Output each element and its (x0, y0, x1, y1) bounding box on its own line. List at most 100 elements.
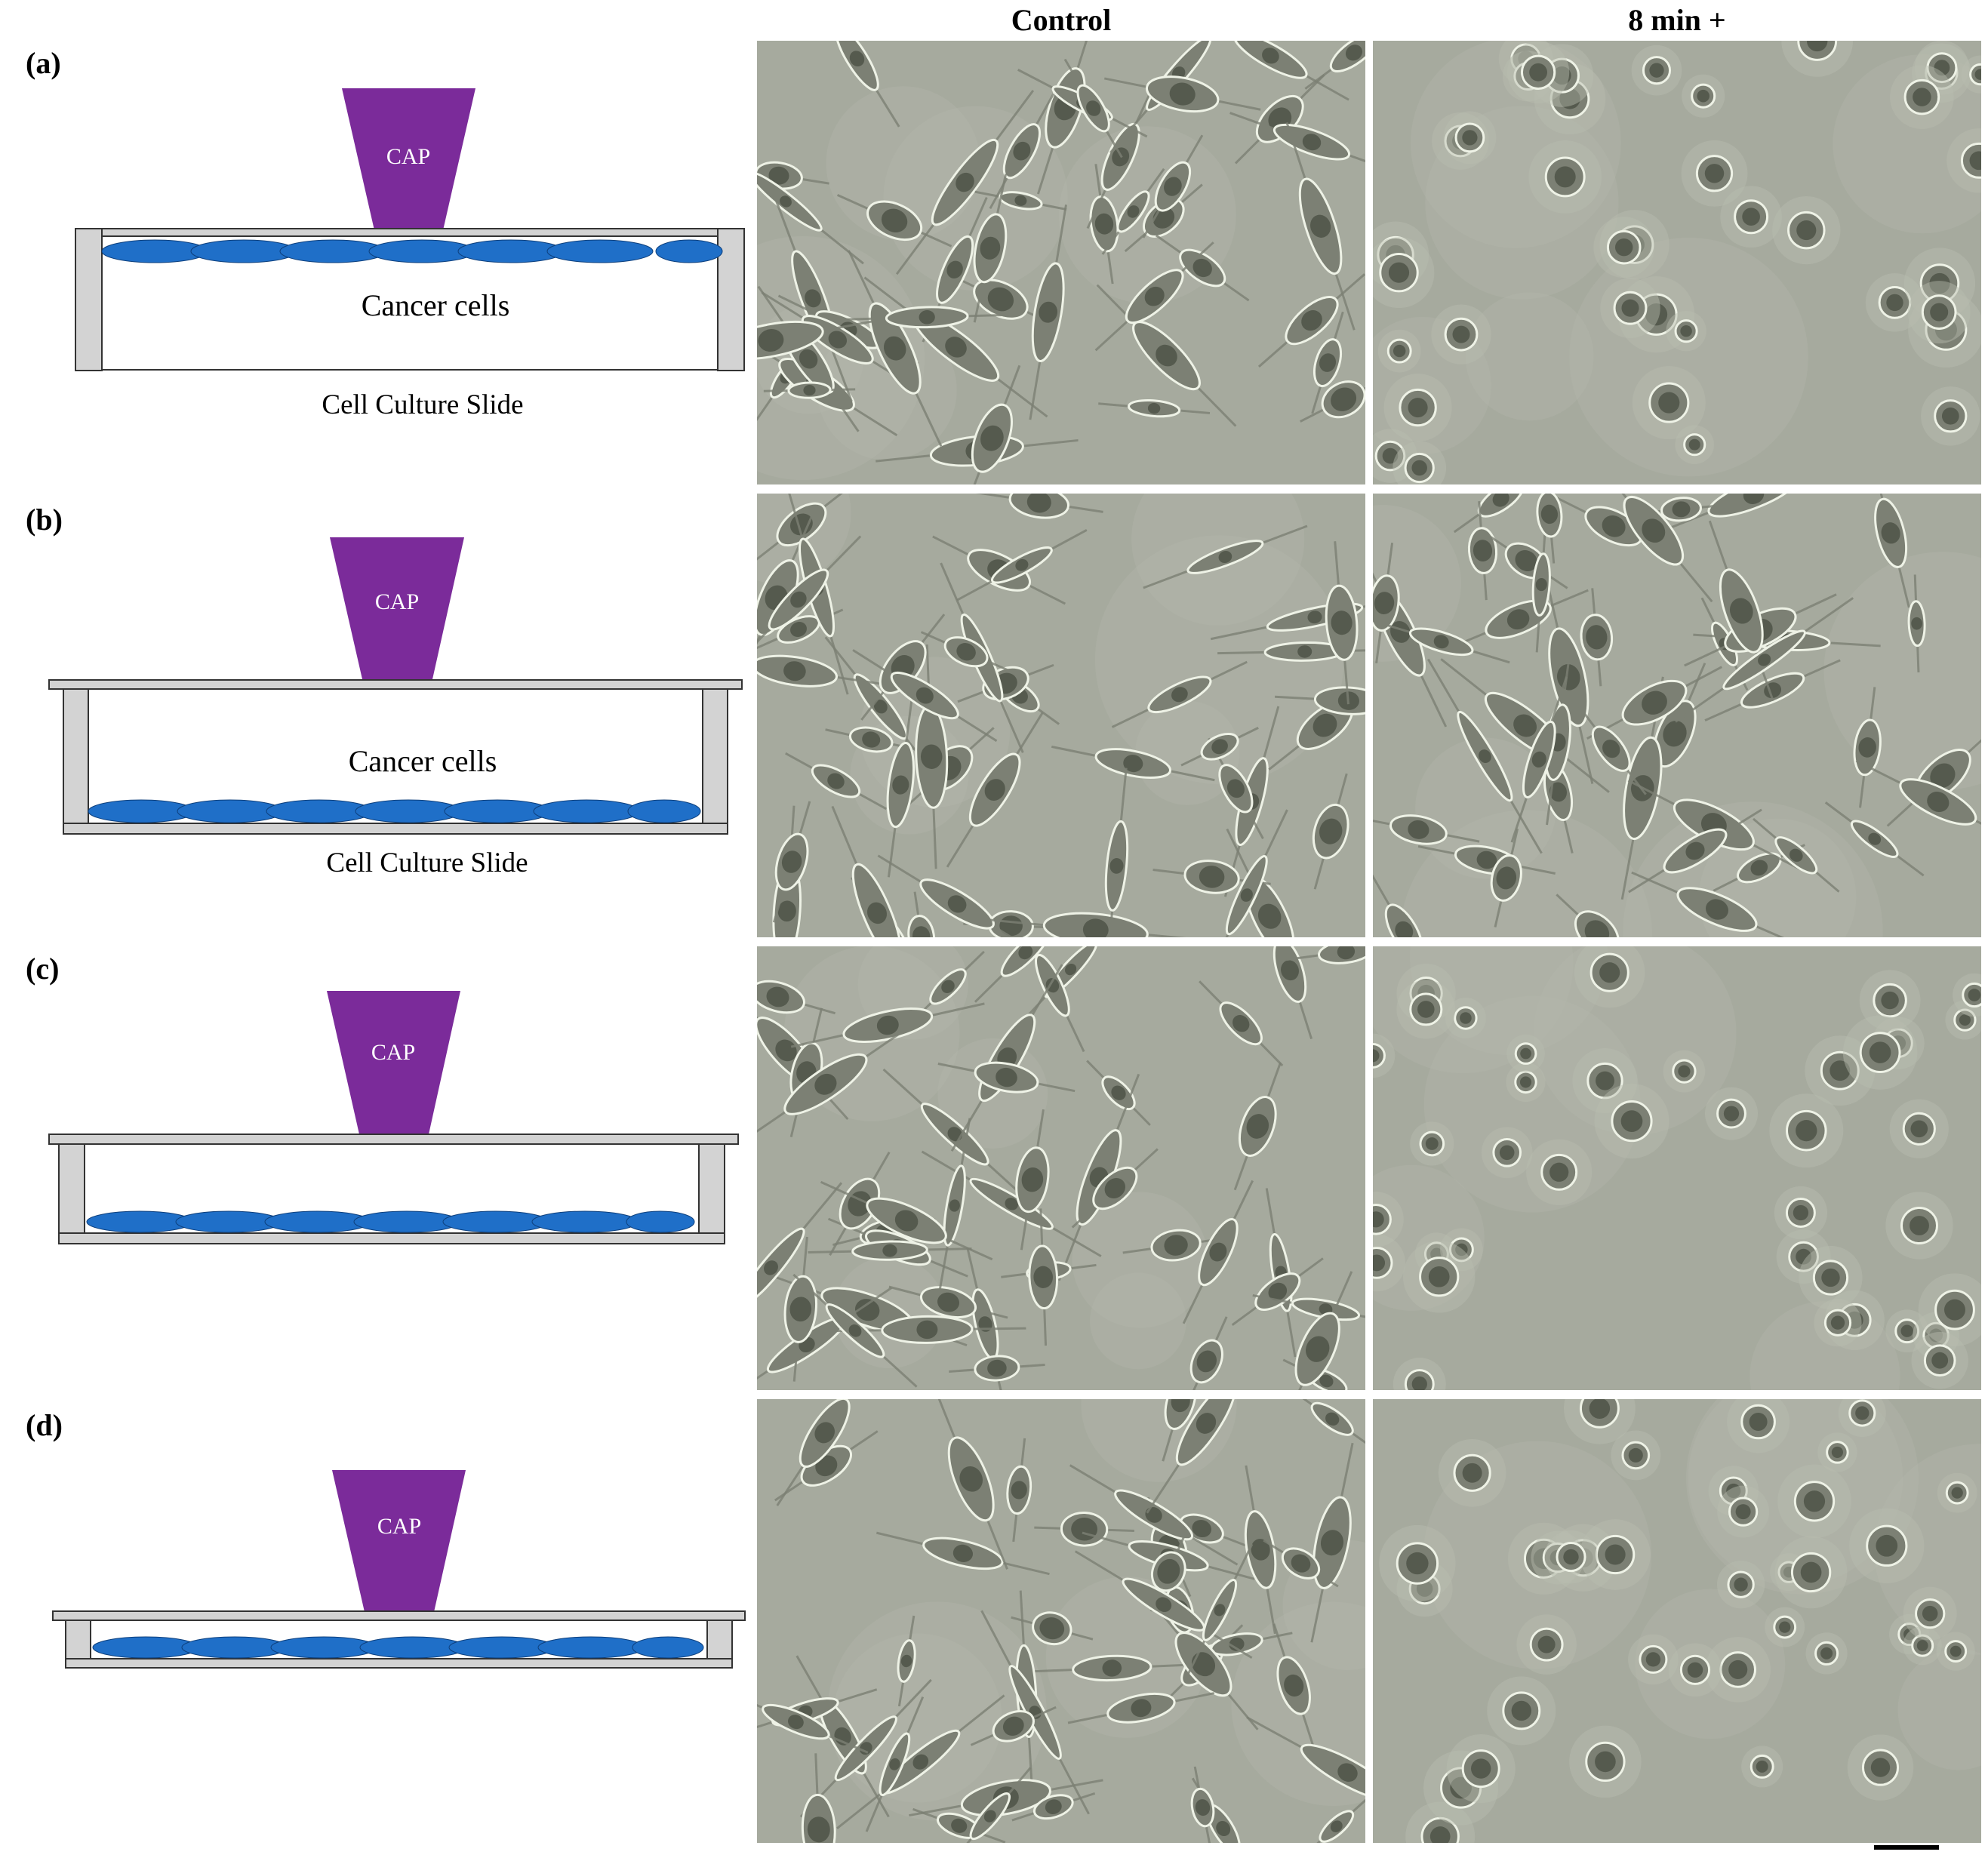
cell (1506, 41, 1570, 103)
cell (1871, 494, 1910, 608)
diagram-a: CAP Cancer cells Cell Culture Slide (75, 88, 745, 420)
cap-nozzle (327, 991, 460, 1134)
cell (814, 41, 900, 128)
cell (1628, 1634, 1679, 1685)
cell (1556, 894, 1639, 937)
diagram-d: CAP (52, 1470, 746, 1669)
cell (1937, 1472, 1977, 1513)
cell (757, 138, 864, 265)
cell (911, 950, 985, 1023)
cell (1586, 666, 1722, 740)
cell (886, 692, 916, 878)
cell (1720, 186, 1782, 248)
cell (912, 1807, 1006, 1843)
cell (943, 271, 1058, 328)
cell (1257, 273, 1365, 368)
cell (1310, 1442, 1354, 1643)
cell (1229, 112, 1365, 173)
cell (895, 90, 1035, 275)
cell (1708, 520, 1774, 702)
cell (1769, 1094, 1844, 1168)
cell (1311, 311, 1344, 414)
cell (1681, 140, 1748, 207)
diagram-c: CAP (48, 991, 739, 1244)
cell (1217, 641, 1365, 662)
cell (1011, 1792, 1096, 1822)
cell (1186, 1316, 1228, 1390)
cell (808, 1240, 972, 1261)
cell (937, 1118, 971, 1293)
column-title-control: Control (1011, 3, 1112, 37)
cell (1716, 1561, 1765, 1609)
cell (757, 654, 888, 687)
cell (1510, 676, 1568, 843)
cell (1526, 1139, 1593, 1205)
cell (1373, 874, 1437, 937)
cell (1663, 1050, 1706, 1093)
cell (989, 93, 1055, 210)
cell (1911, 1332, 1968, 1389)
cell (1069, 1464, 1239, 1566)
cell (1849, 1508, 1925, 1583)
cell (1765, 1607, 1805, 1647)
cell (1506, 1062, 1546, 1102)
panel-label-c: (c) (26, 952, 60, 986)
cell (1431, 304, 1491, 365)
cell (1282, 1271, 1353, 1390)
cell (1089, 164, 1119, 285)
slide-top-bar (75, 228, 745, 237)
cell (1817, 1432, 1857, 1472)
cell (888, 1285, 1008, 1319)
cell (1506, 1034, 1545, 1073)
cell (1481, 1127, 1533, 1179)
cell (921, 1150, 1102, 1257)
cell (848, 250, 943, 447)
slide-left-wall (58, 1143, 85, 1244)
cell (1288, 1399, 1365, 1451)
cell (876, 1531, 1050, 1576)
cell (1104, 767, 1129, 937)
cell (1580, 588, 1614, 687)
cell (801, 1753, 836, 1843)
cell (1015, 1109, 1050, 1250)
slide-right-wall (698, 1143, 725, 1244)
cell (1252, 1293, 1365, 1324)
cell (1383, 374, 1452, 442)
cell (1705, 1087, 1758, 1140)
micrograph-b-control (757, 494, 1365, 937)
cell (1774, 1186, 1828, 1240)
cell (1006, 1438, 1032, 1543)
scale-bar (1874, 1845, 1939, 1850)
cell (852, 649, 998, 743)
cell (1859, 970, 1921, 1031)
cell (1445, 998, 1486, 1038)
cancer-cells-layer (101, 239, 723, 263)
cell (915, 644, 949, 869)
cell (1148, 1598, 1259, 1730)
cell (1405, 1801, 1476, 1843)
micrograph-b-treated (1373, 494, 1981, 937)
cell (1838, 1399, 1886, 1437)
cell (1393, 1358, 1446, 1390)
cell (820, 1180, 993, 1261)
cell (1063, 58, 1123, 158)
cell (1580, 1519, 1651, 1590)
cell (1011, 1611, 1094, 1646)
cell (1544, 1530, 1598, 1584)
micrograph-a-treated (1373, 41, 1981, 484)
cell (757, 318, 885, 363)
cell (776, 1399, 873, 1506)
cell (1273, 1623, 1315, 1748)
cell (1020, 946, 1085, 1053)
cell (1263, 1539, 1339, 1588)
cell (974, 946, 1077, 1003)
cell (1842, 1015, 1918, 1090)
micrograph-d-treated (1373, 1399, 1981, 1843)
cell (1855, 759, 1981, 844)
cell (1717, 1485, 1770, 1538)
cell (1611, 1430, 1661, 1481)
cell (1572, 1048, 1638, 1114)
micrograph-a-control (757, 41, 1365, 484)
cell (836, 1694, 1005, 1829)
cell (1536, 494, 1563, 564)
